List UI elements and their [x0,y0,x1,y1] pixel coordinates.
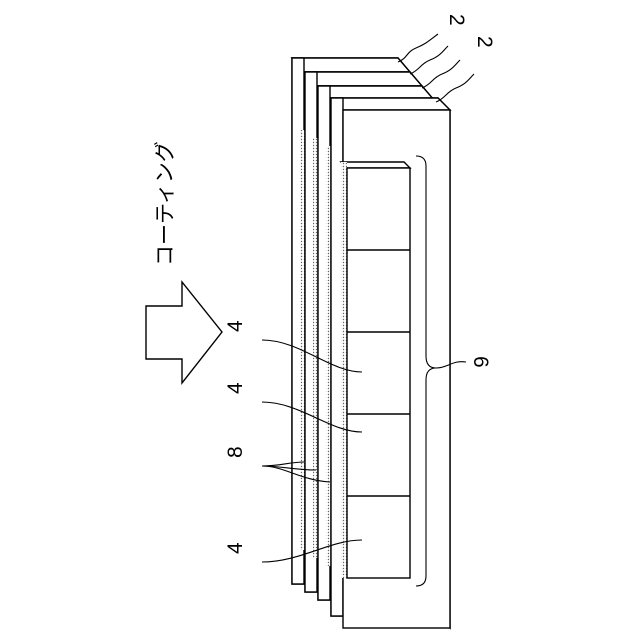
coating-layer-label: 8 [224,446,247,458]
plate-leader [410,46,448,74]
plate-label: 2 [473,36,496,48]
cell-group-label: 6 [469,356,492,368]
plate-leader [422,60,460,88]
coating-process-label: コーティング [154,141,177,266]
plate-leader [436,74,474,102]
coating-direction-arrow [146,282,222,383]
cell-column [347,168,410,578]
cell-label: 4 [224,542,247,554]
cell-label: 4 [224,320,247,332]
plate-leader [398,34,438,62]
cell-array [341,162,410,578]
plate-label: 2 [445,14,468,26]
cell-label: 4 [224,382,247,394]
